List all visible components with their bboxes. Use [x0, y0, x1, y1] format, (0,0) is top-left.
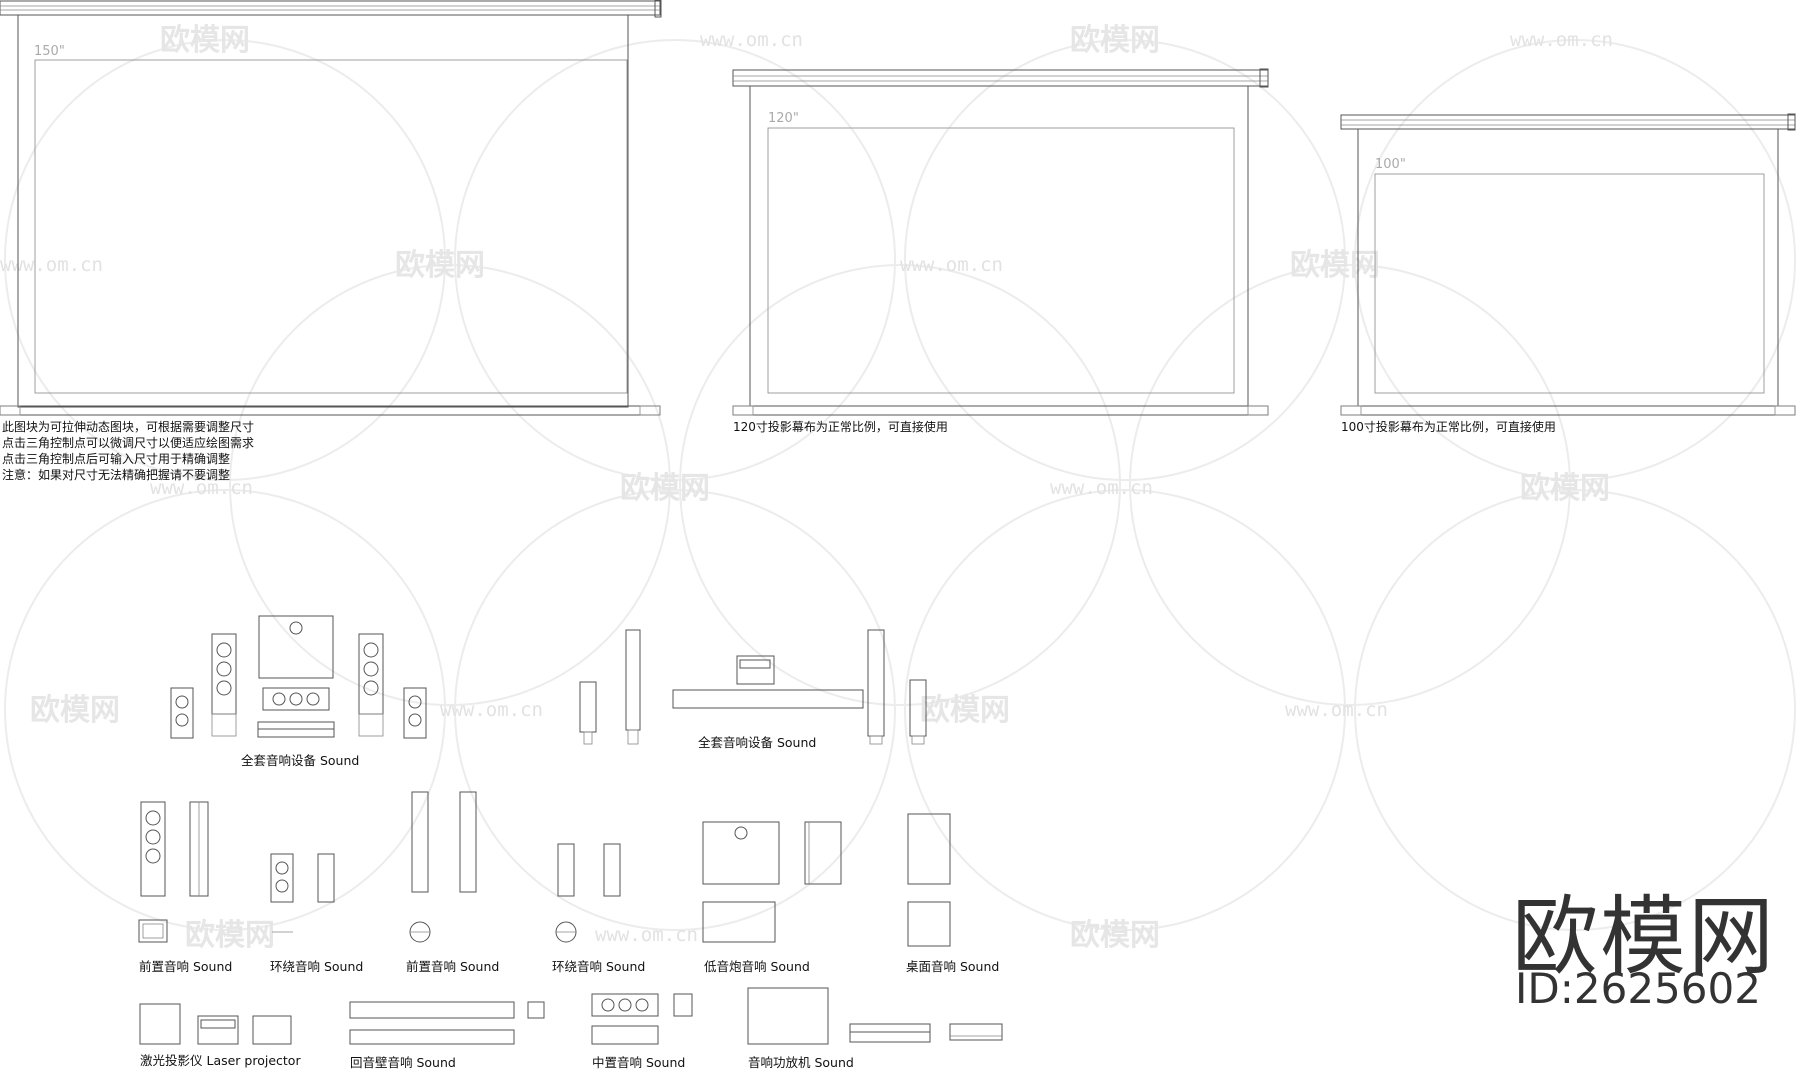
- caption-laser: 激光投影仪 Laser projector: [140, 1053, 301, 1068]
- watermark-url: www.om.cn: [595, 924, 698, 946]
- full-set-1: [170, 615, 427, 739]
- laser-projector: [139, 1003, 292, 1045]
- caption-desktop: 桌面音响 Sound: [906, 959, 1000, 974]
- front-speaker-2: [409, 791, 477, 943]
- caption-soundbar: 回音壁音响 Sound: [350, 1055, 456, 1070]
- watermark-url: www.om.cn: [1285, 699, 1388, 721]
- full-set-2: [579, 629, 927, 745]
- screen-150-size-label: 150": [34, 44, 65, 59]
- projector-screens-drawing: [0, 0, 1796, 416]
- caption-front-1: 前置音响 Sound: [139, 959, 233, 974]
- amplifier: [747, 987, 1003, 1045]
- screen-120-size-label: 120": [768, 111, 799, 126]
- watermark-url: www.om.cn: [1050, 477, 1153, 499]
- watermark-circles: [4, 39, 1796, 931]
- watermark-name: 欧模网: [160, 23, 250, 58]
- caption-subwoofer: 低音炮音响 Sound: [704, 959, 810, 974]
- note-block: 此图块为可拉伸动态图块，可根据需要调整尺寸 点击三角控制点可以微调尺寸以便适应绘…: [2, 419, 254, 483]
- center-speaker: [591, 993, 693, 1045]
- watermark-name: 欧模网: [30, 693, 120, 728]
- screen-150: [0, 0, 662, 416]
- watermark-name: 欧模网: [1520, 471, 1610, 506]
- watermark-url: www.om.cn: [0, 254, 103, 276]
- caption-full-set-2: 全套音响设备 Sound: [698, 735, 817, 750]
- watermark-name: 欧模网: [185, 918, 275, 953]
- screen-120: [732, 68, 1269, 416]
- screen-120-caption: 120寸投影幕布为正常比例，可直接使用: [733, 420, 948, 434]
- watermark-name: 欧模网: [1290, 248, 1380, 283]
- watermark-name: 欧模网: [395, 248, 485, 283]
- desktop-speaker: [907, 813, 951, 947]
- caption-surround-2: 环绕音响 Sound: [552, 959, 646, 974]
- note-line-1: 此图块为可拉伸动态图块，可根据需要调整尺寸: [2, 420, 255, 434]
- watermark-name: 欧模网: [620, 471, 710, 506]
- watermark-name: 欧模网: [1070, 23, 1160, 58]
- caption-surround-1: 环绕音响 Sound: [270, 959, 364, 974]
- note-line-3: 点击三角控制点后可输入尺寸用于精确调整: [2, 452, 231, 466]
- caption-center: 中置音响 Sound: [592, 1055, 686, 1070]
- subwoofer: [702, 821, 842, 943]
- caption-full-set-1: 全套音响设备 Sound: [241, 753, 360, 768]
- watermark-url: www.om.cn: [900, 254, 1003, 276]
- soundbar: [349, 1001, 545, 1045]
- screen-100-caption: 100寸投影幕布为正常比例，可直接使用: [1341, 420, 1556, 434]
- watermark-name: 欧模网: [1070, 918, 1160, 953]
- front-speaker-1: [138, 801, 209, 943]
- caption-front-2: 前置音响 Sound: [406, 959, 500, 974]
- screen-100-size-label: 100": [1375, 157, 1406, 172]
- watermark-name: 欧模网: [920, 693, 1010, 728]
- watermark-url: www.om.cn: [440, 699, 543, 721]
- watermark-url: www.om.cn: [1510, 29, 1613, 51]
- watermark-url: www.om.cn: [700, 29, 803, 51]
- sound-equipment-drawing: [138, 615, 1003, 1045]
- note-line-2: 点击三角控制点可以微调尺寸以便适应绘图需求: [2, 436, 255, 450]
- surround-speaker-1: [270, 853, 335, 933]
- surround-speaker-2: [555, 843, 621, 943]
- watermark-url: www.om.cn: [150, 477, 253, 499]
- caption-amplifier: 音响功放机 Sound: [748, 1055, 854, 1070]
- note-line-4: 注意：如果对尺寸无法精确把握请不要调整: [2, 468, 231, 482]
- brand-id: ID:2625602: [1515, 964, 1761, 1013]
- brand-logo: 欧模网: [1512, 887, 1776, 987]
- screen-100: [1340, 113, 1796, 416]
